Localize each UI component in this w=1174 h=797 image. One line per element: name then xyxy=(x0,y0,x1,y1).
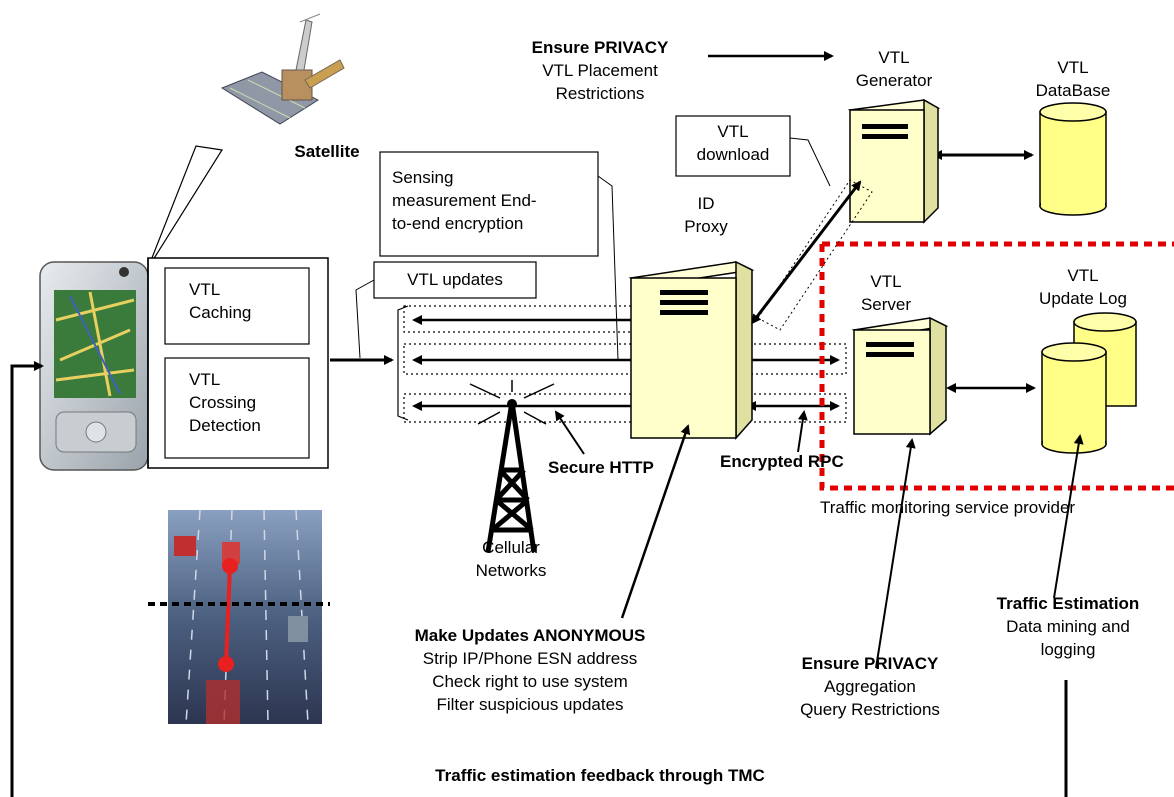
callout-leaders xyxy=(355,137,831,361)
vtl-updates-label: VTL updates xyxy=(407,270,503,289)
secure-http-pointer xyxy=(554,410,585,455)
proxy-generator-arrow xyxy=(751,180,862,325)
vtl-crossing-box xyxy=(164,357,310,459)
cell-tower-icon xyxy=(469,380,555,553)
vtl-database-icon xyxy=(1039,102,1107,216)
dotted-channels xyxy=(403,305,847,423)
service-provider-label: Traffic monitoring service provider xyxy=(820,498,1076,517)
anonymous-annotation: Make Updates ANONYMOUS Strip IP/Phone ES… xyxy=(414,626,646,714)
privacy-bottom-pointer xyxy=(875,438,916,669)
vtl-generator-server-icon xyxy=(847,98,941,224)
vtl-server-icon xyxy=(851,316,949,436)
anonymous-pointer-arrow xyxy=(620,424,691,619)
vtl-update-log-icon xyxy=(1041,312,1137,454)
channel-brace xyxy=(397,305,409,421)
vtl-updates-callout-box xyxy=(373,261,537,299)
encrypted-rpc-pointer xyxy=(797,410,808,453)
feedback-label: Traffic estimation feedback through TMC xyxy=(435,766,765,785)
satellite-link-beam xyxy=(147,145,223,269)
satellite-label: Satellite xyxy=(294,142,360,161)
id-proxy-server-icon xyxy=(628,260,755,440)
service-provider-boundary xyxy=(819,241,1174,491)
secure-http-label: Secure HTTP xyxy=(548,458,654,477)
estimation-pointer xyxy=(1053,434,1084,599)
vtl-caching-box xyxy=(164,267,310,345)
encrypted-rpc-label: Encrypted RPC xyxy=(720,452,844,471)
satellite-icon xyxy=(220,13,345,125)
smartphone-icon xyxy=(39,261,149,471)
vtl-download-callout-box xyxy=(675,115,791,177)
highway-photo xyxy=(148,509,330,725)
sensing-callout-box xyxy=(379,151,599,257)
